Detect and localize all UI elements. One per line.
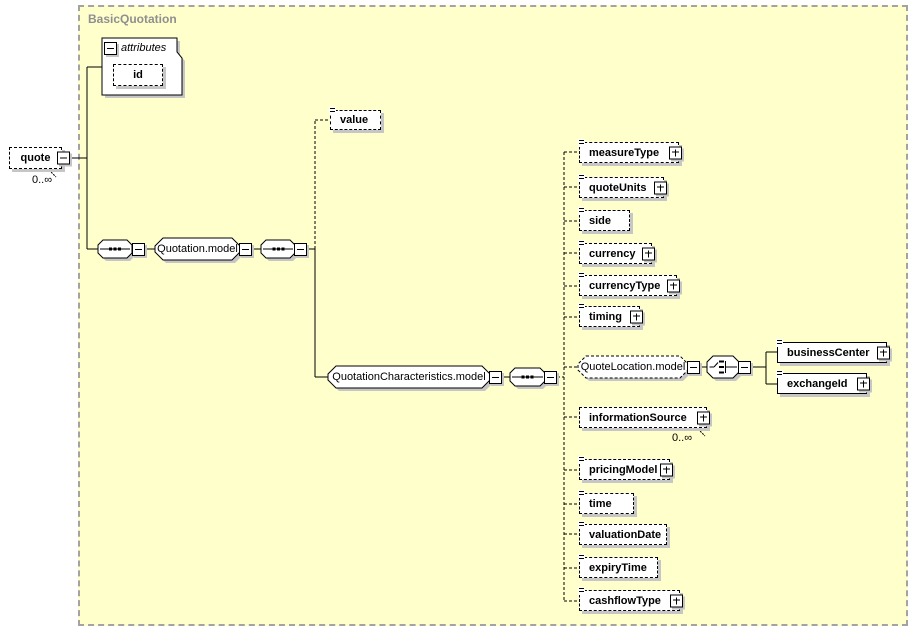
element-quote[interactable]: quote (9, 147, 70, 169)
collapse-icon[interactable] (239, 243, 252, 256)
simple-type-icon (578, 456, 585, 464)
element-exchangeId[interactable]: exchangeId (776, 370, 870, 394)
element-label: currencyType (589, 279, 661, 292)
element-label: timing (589, 310, 622, 323)
information-source-occurrence-tail (697, 428, 706, 437)
element-label: expiryTime (589, 561, 647, 574)
expand-icon[interactable] (660, 463, 673, 476)
element-label: exchangeId (787, 377, 848, 390)
sequence-connector[interactable] (260, 239, 296, 259)
sequence-connector[interactable] (509, 367, 546, 387)
element-label: cashflowType (589, 594, 661, 607)
quote-occurrence-tail (48, 169, 57, 178)
element-businessCenter[interactable]: businessCenter (776, 339, 890, 363)
group-title: BasicQuotation (88, 12, 177, 26)
element-label: valuationDate (589, 528, 662, 541)
element-label: side (589, 214, 612, 227)
expand-icon[interactable] (667, 279, 680, 292)
attributes-collapse-icon[interactable] (104, 42, 117, 55)
attributes-label: attributes (121, 42, 167, 54)
expand-icon[interactable] (670, 594, 683, 607)
collapse-icon[interactable] (489, 371, 502, 384)
element-pricingModel[interactable]: pricingModel (578, 456, 673, 480)
expand-icon[interactable] (642, 247, 655, 260)
collapse-icon[interactable] (738, 361, 751, 374)
attribute-label: id (133, 69, 143, 81)
quote-location-model-shape[interactable] (577, 355, 689, 379)
element-currency[interactable]: currency (578, 240, 655, 264)
element-cashflowType[interactable]: cashflowType (578, 587, 683, 611)
element-label: pricingModel (589, 463, 658, 476)
element-timing[interactable]: timing (578, 303, 643, 327)
element-valuationDate[interactable]: valuationDate (578, 521, 667, 545)
expand-icon[interactable] (654, 181, 667, 194)
element-label: measureType (589, 146, 660, 159)
element-expiryTime[interactable]: expiryTime (578, 554, 658, 578)
element-informationSource[interactable]: informationSource (579, 407, 710, 428)
element-value[interactable]: value (329, 107, 381, 130)
simple-type-icon (578, 174, 585, 182)
simple-type-icon (578, 207, 585, 215)
collapse-icon[interactable] (57, 151, 70, 165)
simple-type-icon (578, 272, 585, 280)
attribute-id[interactable]: id (113, 64, 163, 86)
simple-type-icon (329, 107, 336, 115)
quotation-characteristics-model-shape[interactable] (327, 365, 491, 389)
simple-type-icon (776, 339, 783, 347)
simple-type-icon (578, 521, 585, 529)
quote-location-model-label: QuoteLocation.model (580, 361, 686, 373)
basic-quotation-group-frame: BasicQuotation (78, 5, 908, 626)
expand-icon[interactable] (669, 146, 682, 159)
collapse-icon[interactable] (294, 243, 307, 256)
simple-type-icon (578, 554, 585, 562)
collapse-icon[interactable] (687, 361, 700, 374)
collapse-icon[interactable] (132, 243, 145, 256)
simple-type-icon (578, 303, 585, 311)
expand-icon[interactable] (877, 346, 890, 359)
element-measureType[interactable]: measureType (578, 139, 682, 163)
element-label: quoteUnits (589, 181, 647, 194)
simple-type-icon (578, 240, 585, 248)
information-source-occurrence: 0..∞ (672, 432, 693, 444)
simple-type-icon (776, 370, 783, 378)
element-label: value (340, 114, 369, 126)
expand-icon[interactable] (857, 377, 870, 390)
element-time[interactable]: time (578, 490, 634, 514)
element-label: currency (589, 247, 636, 260)
element-label: quote (20, 152, 51, 164)
element-label: time (589, 497, 612, 510)
element-side[interactable]: side (578, 207, 630, 231)
quote-occurrence: 0..∞ (32, 174, 53, 186)
quotation-model-label: Quotation.model (157, 243, 238, 255)
quotation-model-shape[interactable] (154, 237, 241, 261)
collapse-icon[interactable] (544, 371, 557, 384)
expand-icon[interactable] (697, 411, 710, 424)
element-currencyType[interactable]: currencyType (578, 272, 680, 296)
element-label: businessCenter (787, 346, 870, 359)
simple-type-icon (578, 490, 585, 498)
element-label: informationSource (589, 411, 687, 424)
expand-icon[interactable] (630, 310, 643, 323)
choice-connector[interactable] (706, 355, 740, 379)
simple-type-icon (578, 139, 585, 147)
simple-type-icon (578, 587, 585, 595)
sequence-connector[interactable] (97, 239, 133, 259)
quotation-characteristics-model-label: QuotationCharacteristics.model (332, 371, 486, 383)
element-quoteUnits[interactable]: quoteUnits (578, 174, 667, 198)
